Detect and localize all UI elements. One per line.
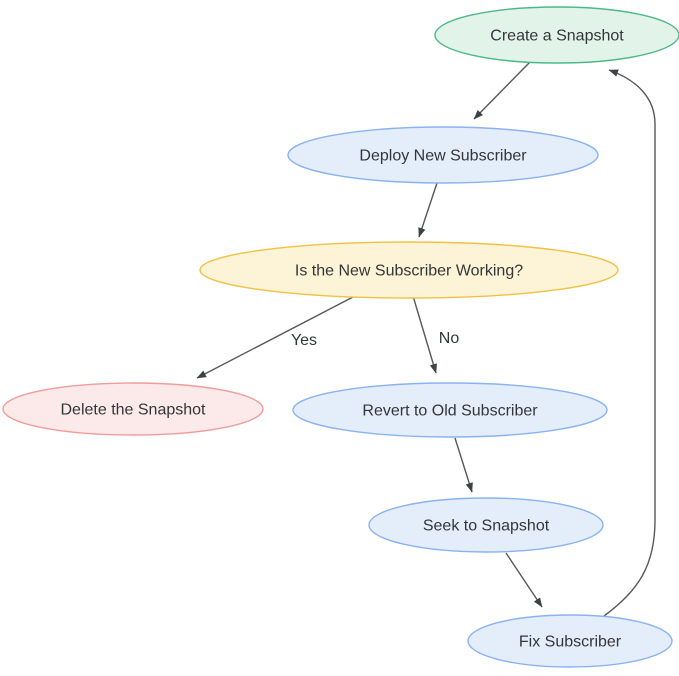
node-shape-create-snapshot [434, 6, 679, 64]
node-delete-the-snapshot: Delete the Snapshot [2, 382, 264, 436]
node-label-delete-the-snapshot: Delete the Snapshot [61, 402, 207, 419]
node-label-create-snapshot: Create a Snapshot [490, 28, 624, 45]
edge-seek-to-fix [505, 552, 543, 608]
node-label-seek-to-snapshot: Seek to Snapshot [423, 518, 550, 535]
node-label-revert-to-old-subscriber: Revert to Old Subscriber [362, 403, 538, 420]
node-seek-to-snapshot: Seek to Snapshot [368, 497, 604, 553]
node-shape-delete-the-snapshot [2, 382, 264, 436]
node-create-snapshot: Create a Snapshot [434, 6, 679, 64]
node-shape-deploy-new-subscriber [287, 126, 599, 184]
edges-layer [196, 61, 656, 617]
node-label-fix-subscriber: Fix Subscriber [519, 634, 622, 651]
edge-label-working-to-delete: Yes [291, 332, 317, 349]
edge-deploy-to-working [418, 182, 438, 238]
edge-create-to-deploy [473, 61, 531, 120]
edge-fix-to-create [603, 69, 656, 617]
node-shape-seek-to-snapshot [368, 497, 604, 553]
edge-label-working-to-revert: No [439, 330, 460, 347]
node-label-deploy-new-subscriber: Deploy New Subscriber [359, 148, 527, 165]
edge-labels-layer: Yes No [291, 330, 459, 349]
node-revert-to-old-subscriber: Revert to Old Subscriber [292, 382, 608, 438]
node-shape-fix-subscriber [467, 614, 673, 668]
edge-revert-to-seek [454, 437, 473, 493]
node-label-is-new-subscriber-working: Is the New Subscriber Working? [295, 263, 523, 280]
edge-working-to-delete [196, 296, 354, 379]
node-shape-revert-to-old-subscriber [292, 382, 608, 438]
node-is-new-subscriber-working: Is the New Subscriber Working? [199, 241, 619, 299]
node-fix-subscriber: Fix Subscriber [467, 614, 673, 668]
edge-working-to-revert [412, 295, 437, 374]
node-deploy-new-subscriber: Deploy New Subscriber [287, 126, 599, 184]
node-shape-is-new-subscriber-working [199, 241, 619, 299]
